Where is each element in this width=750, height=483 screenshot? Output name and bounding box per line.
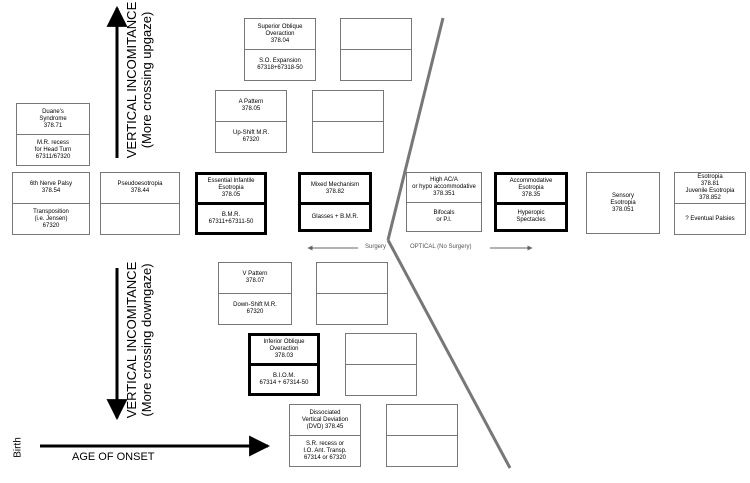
blank-cell [346,364,416,395]
box-treatment: B.M.R. 67311+67311-50 [198,202,264,232]
box-diagnosis: Sensory Esotropia 378.051 [610,192,636,213]
box-treatment: Bifocals or P.I. [407,201,481,232]
dvd-box: Dissociated Vertical Deviation (DVD) 378… [289,404,361,467]
superior-oblique-overaction-box: Superior Oblique Overaction 378.04 S.O. … [244,18,316,81]
blank-cell [317,263,387,293]
sensory-esotropia-box: Sensory Esotropia 378.051 [586,172,660,234]
accommodative-esotropia-box: Accommodative Esotropia 378.35 Hyperopic… [494,172,568,232]
box-diagnosis: Dissociated Vertical Deviation (DVD) 378… [301,409,349,430]
blank-cell [387,405,457,435]
box-diagnosis: Esotropia 378.81 Juvenile Esotropia 378.… [685,174,735,201]
blank-box-dvd [386,404,458,467]
box-diagnosis: 6th Nerve Palsy 378.54 [29,181,73,194]
vertical-incomitance-downgaze-label: VERTICAL INCOMITANCE (More crossing down… [124,260,156,420]
v-pattern-box: V Pattern 378.07 Down-Shift M.R. 67320 [218,262,292,325]
mixed-mechanism-box: Mixed Mechanism 378.82 Glasses + B.M.R. [298,172,372,232]
pseudoesotropia-box: Pseudoesotropia 378.44 [100,172,180,235]
optical-label: OPTICAL (No Surgery) [410,244,472,250]
box-diagnosis: A Pattern 378.05 [238,99,264,112]
box-treatment: Up-Shift M.R. 67320 [216,121,286,152]
upgaze-subtitle: (More crossing upgaze) [139,11,154,149]
blank-box-superior-oblique [340,18,412,81]
blank-box-v-pattern [316,262,388,325]
box-treatment: B.I.O.M. 67314 + 67314-50 [251,363,317,393]
blank-cell [313,121,383,152]
divider-line [386,17,445,241]
box-treatment: Down-Shift M.R. 67320 [219,293,291,324]
box-diagnosis: Inferior Oblique Overaction 378.03 [263,339,305,359]
box-diagnosis: Accommodative Esotropia 378.35 [509,178,553,198]
box-treatment: Transposition (i.e. Jensen) 67320 [13,203,89,234]
box-treatment: Hyperopic Spectacles [497,202,565,229]
box-treatment: Glasses + B.M.R. [301,202,369,229]
downgaze-title: VERTICAL INCOMITANCE [124,261,139,419]
box-treatment: M.R. recess for Head Turn 67311/67320 [17,134,89,165]
duane-syndrome-box: Duane's Syndrome 378.71 M.R. recess for … [16,103,90,166]
blank-cell [317,293,387,324]
blank-cell [387,435,457,466]
blank-cell [341,49,411,80]
blank-box-inferior-oblique [345,333,417,396]
box-diagnosis: Pseudoesotropia 378.44 [117,181,163,194]
upgaze-title: VERTICAL INCOMITANCE [124,1,139,159]
box-treatment: S.O. Expansion 67318+67318-50 [245,49,315,80]
blank-cell [313,91,383,121]
high-ac-a-box: High AC/A or hypo accommodative 378.351 … [406,172,482,232]
blank-cell [346,334,416,364]
box-treatment [101,203,179,234]
downgaze-subtitle: (More crossing downgaze) [139,263,154,417]
blank-box-a-pattern [312,90,384,153]
box-diagnosis: Mixed Mechanism 378.82 [310,181,360,195]
birth-label: Birth [12,437,24,458]
surgery-label: Surgery [365,244,387,250]
box-diagnosis: Duane's Syndrome 378.71 [39,108,67,129]
juvenile-esotropia-box: Esotropia 378.81 Juvenile Esotropia 378.… [674,172,746,235]
age-of-onset-label: AGE OF ONSET [72,451,155,463]
sixth-nerve-palsy-box: 6th Nerve Palsy 378.54 Transposition (i.… [12,172,90,235]
box-treatment: S.R. recess or I.O. Ant. Transp. 67314 o… [290,435,360,466]
inferior-oblique-overaction-box: Inferior Oblique Overaction 378.03 B.I.O… [248,333,320,396]
vertical-incomitance-upgaze-label: VERTICAL INCOMITANCE (More crossing upga… [124,0,156,160]
box-diagnosis: Superior Oblique Overaction 378.04 [257,23,303,44]
box-diagnosis: V Pattern 378.07 [242,271,268,284]
a-pattern-box: A Pattern 378.05 Up-Shift M.R. 67320 [215,90,287,153]
box-diagnosis: High AC/A or hypo accommodative 378.351 [412,176,476,197]
essential-infantile-esotropia-box: Essential Infantile Esotropia 378.05 B.M… [195,172,267,235]
box-diagnosis: Essential Infantile Esotropia 378.05 [207,178,255,198]
divider-line-lower [386,239,512,469]
blank-cell [341,19,411,49]
box-treatment: ? Eventual Palsies [675,203,745,234]
